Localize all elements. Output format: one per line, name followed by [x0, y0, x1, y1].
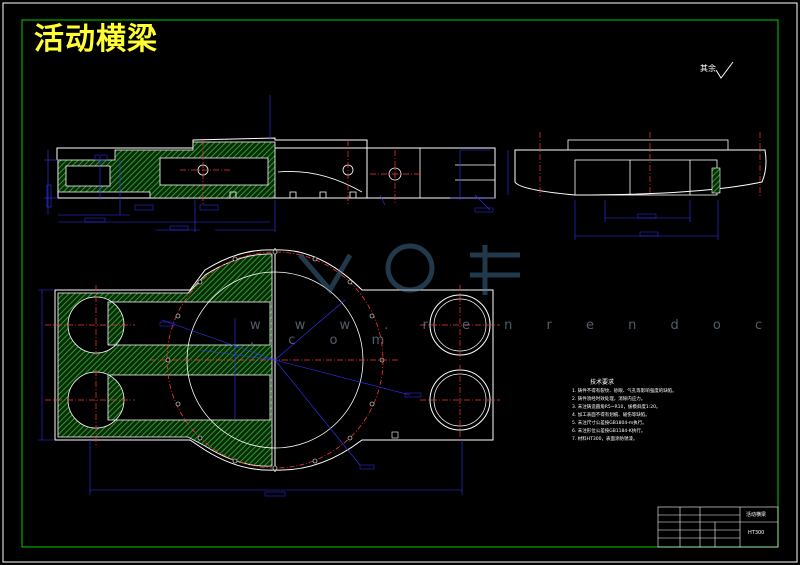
title-block-part-name: 活动横梁: [746, 512, 767, 518]
side-view: [507, 132, 767, 240]
title-block: [657, 506, 779, 548]
roughness-symbol: [715, 61, 734, 79]
notes-title: 技术要求: [590, 379, 615, 386]
inner-frame: [21, 19, 779, 548]
note-line: 2. 铸件须经时效处理，消除内应力。: [572, 397, 646, 402]
note-line: 4. 加工表面不得有划痕、碰伤等缺陷。: [572, 413, 650, 418]
front-view: [44, 95, 496, 232]
note-line: 5. 未注尺寸公差按GB1804-m执行。: [572, 421, 647, 426]
note-line: 7. 材料HT300，表面涂防锈漆。: [572, 437, 638, 442]
drawing-title: 活动横梁: [34, 22, 158, 57]
note-line: 6. 未注形位公差按GB1184-K执行。: [572, 429, 646, 434]
note-line: 1. 铸件不得有裂纹、砂眼、气孔等影响强度的缺陷。: [572, 389, 677, 394]
note-line: 3. 未注铸造圆角R5~R10，拔模斜度1:20。: [572, 405, 661, 410]
watermark-text: w w w . r e n r e n d o c . c o m: [250, 318, 778, 348]
top-view: [38, 248, 500, 497]
roughness-label: 其余: [700, 64, 716, 73]
title-block-material: HT300: [748, 530, 765, 536]
watermark-logo: [298, 243, 520, 295]
